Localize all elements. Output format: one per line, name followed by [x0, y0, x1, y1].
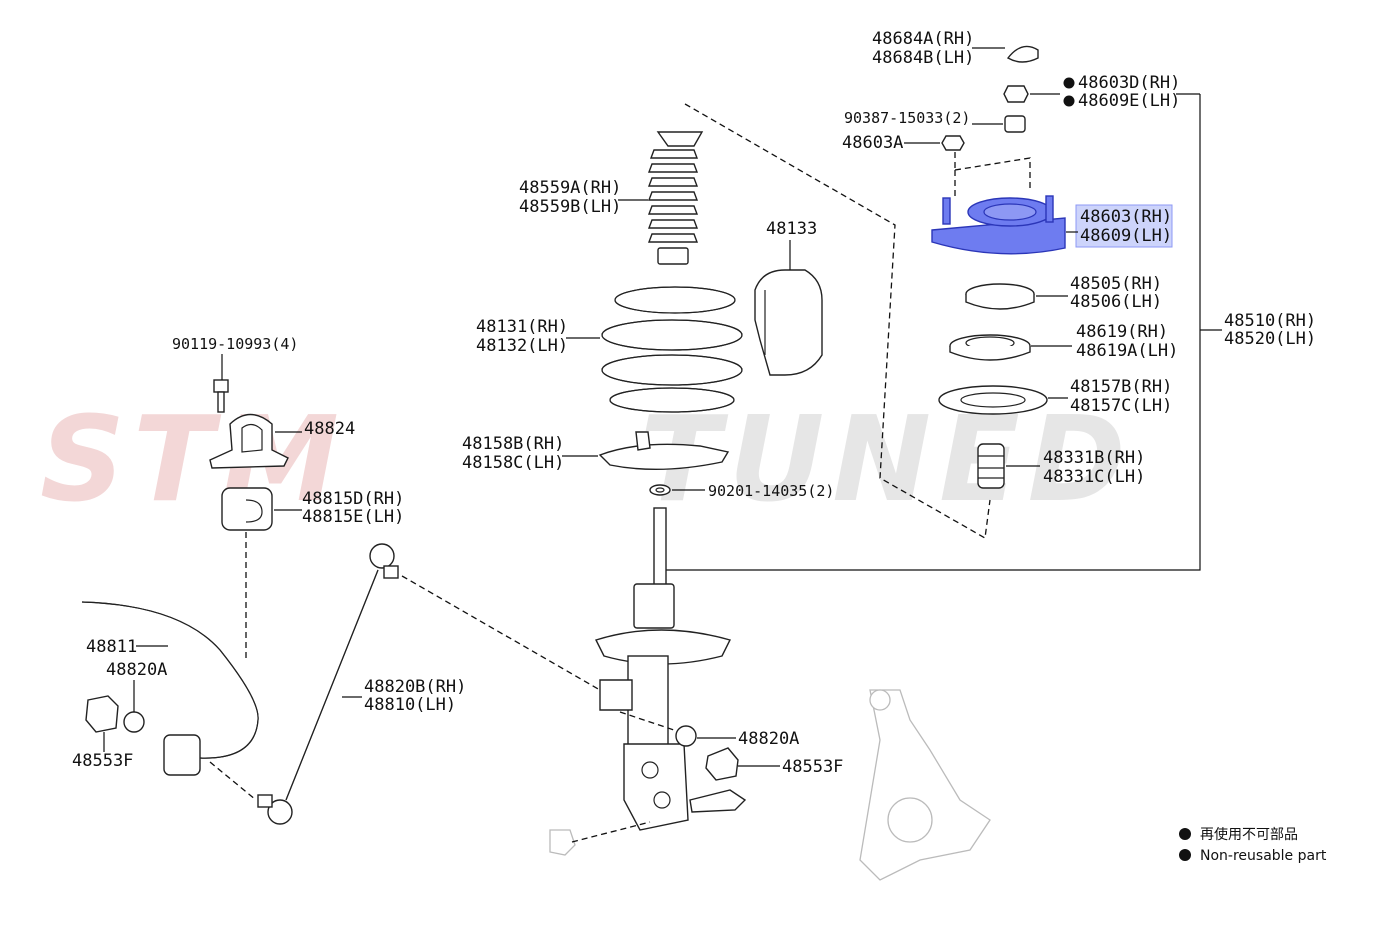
label-48820a-left[interactable]: 48820A — [106, 660, 167, 680]
label-90119[interactable]: 90119-10993(4) — [172, 335, 298, 353]
bracket-48824[interactable] — [209, 413, 289, 469]
label-90201[interactable]: 90201-14035(2) — [708, 482, 834, 500]
label-48684a[interactable]: 48684A(RH) — [872, 29, 974, 49]
label-48824[interactable]: 48824 — [304, 419, 355, 439]
collar-90387[interactable] — [1004, 115, 1026, 133]
legend: 再使用不可部品 Non-reusable part — [1179, 826, 1327, 864]
legend-jp: 再使用不可部品 — [1200, 826, 1298, 843]
label-48609e[interactable]: 48609E(LH) — [1078, 91, 1180, 111]
label-48553f-left[interactable]: 48553F — [72, 751, 133, 771]
legend-en: Non-reusable part — [1200, 848, 1327, 864]
spring-seat-48158[interactable] — [598, 431, 730, 471]
label-48609[interactable]: 48609(LH) — [1080, 226, 1172, 246]
label-48132[interactable]: 48132(LH) — [476, 336, 568, 356]
legend-dot-en — [1179, 849, 1191, 861]
stabilizer-bar-48811[interactable] — [81, 601, 259, 776]
label-48331c[interactable]: 48331C(LH) — [1043, 467, 1145, 487]
label-48506[interactable]: 48506(LH) — [1070, 292, 1162, 312]
label-48158b[interactable]: 48158B(RH) — [462, 434, 564, 454]
strut-bolt[interactable] — [689, 789, 747, 813]
watermark: STM TUNED — [40, 390, 1126, 528]
label-48603[interactable]: 48603(RH) — [1080, 207, 1172, 227]
non-reusable-dot-48603d — [1063, 77, 1075, 89]
nut-48603a[interactable] — [941, 135, 965, 151]
boot-48559[interactable] — [647, 131, 704, 265]
label-48815d[interactable]: 48815D(RH) — [302, 489, 404, 509]
label-48133[interactable]: 48133 — [766, 219, 817, 239]
label-48331b[interactable]: 48331B(RH) — [1043, 448, 1145, 468]
label-48520[interactable]: 48520(LH) — [1224, 329, 1316, 349]
insulator-48157[interactable] — [938, 385, 1048, 415]
nut-48603d[interactable] — [1003, 85, 1029, 103]
label-48559a[interactable]: 48559A(RH) — [519, 178, 621, 198]
label-48603a[interactable]: 48603A — [842, 133, 903, 153]
cap-48684[interactable] — [1006, 45, 1039, 63]
upper-support-48603[interactable] — [931, 195, 1066, 255]
nut-48820a-right[interactable] — [675, 725, 697, 747]
label-48811[interactable]: 48811 — [86, 637, 137, 657]
label-48684b[interactable]: 48684B(LH) — [872, 48, 974, 68]
label-48158c[interactable]: 48158C(LH) — [462, 453, 564, 473]
watermark-brand-a: STM — [40, 390, 347, 528]
steering-knuckle-ghost — [549, 689, 991, 881]
label-48619a[interactable]: 48619A(LH) — [1076, 341, 1178, 361]
coil-spring-48131[interactable] — [601, 286, 743, 413]
legend-dot-jp — [1179, 828, 1191, 840]
bolt-90119[interactable] — [213, 379, 229, 413]
label-48505[interactable]: 48505(RH) — [1070, 274, 1162, 294]
non-reusable-dot-48609e — [1063, 95, 1075, 107]
nut-48553f-left[interactable] — [85, 695, 119, 733]
cover-48133[interactable] — [754, 269, 823, 376]
label-90387[interactable]: 90387-15033(2) — [844, 109, 970, 127]
label-48131[interactable]: 48131(RH) — [476, 317, 568, 337]
bushing-48815[interactable] — [221, 487, 273, 531]
label-48157b[interactable]: 48157B(RH) — [1070, 377, 1172, 397]
bearing-48505[interactable] — [965, 283, 1035, 310]
highlight-box-48603 — [1075, 204, 1173, 248]
nut-48820a-left[interactable] — [123, 711, 145, 733]
stabilizer-link-48820b[interactable] — [257, 543, 399, 825]
label-48810[interactable]: 48810(LH) — [364, 695, 456, 715]
washer-90201[interactable] — [649, 484, 671, 496]
label-48559b[interactable]: 48559B(LH) — [519, 197, 621, 217]
label-48820a-right[interactable]: 48820A — [738, 729, 799, 749]
label-48815e[interactable]: 48815E(LH) — [302, 507, 404, 527]
label-48603d[interactable]: 48603D(RH) — [1078, 73, 1180, 93]
label-48820b[interactable]: 48820B(RH) — [364, 677, 466, 697]
label-48510[interactable]: 48510(RH) — [1224, 311, 1316, 331]
label-48157c[interactable]: 48157C(LH) — [1070, 396, 1172, 416]
label-48619[interactable]: 48619(RH) — [1076, 322, 1168, 342]
bump-stop-48331[interactable] — [977, 443, 1005, 489]
nut-48553f-right[interactable] — [705, 747, 739, 781]
seat-48619[interactable] — [949, 334, 1031, 361]
label-48553f-right[interactable]: 48553F — [782, 757, 843, 777]
shock-absorber-strut[interactable] — [595, 507, 732, 831]
